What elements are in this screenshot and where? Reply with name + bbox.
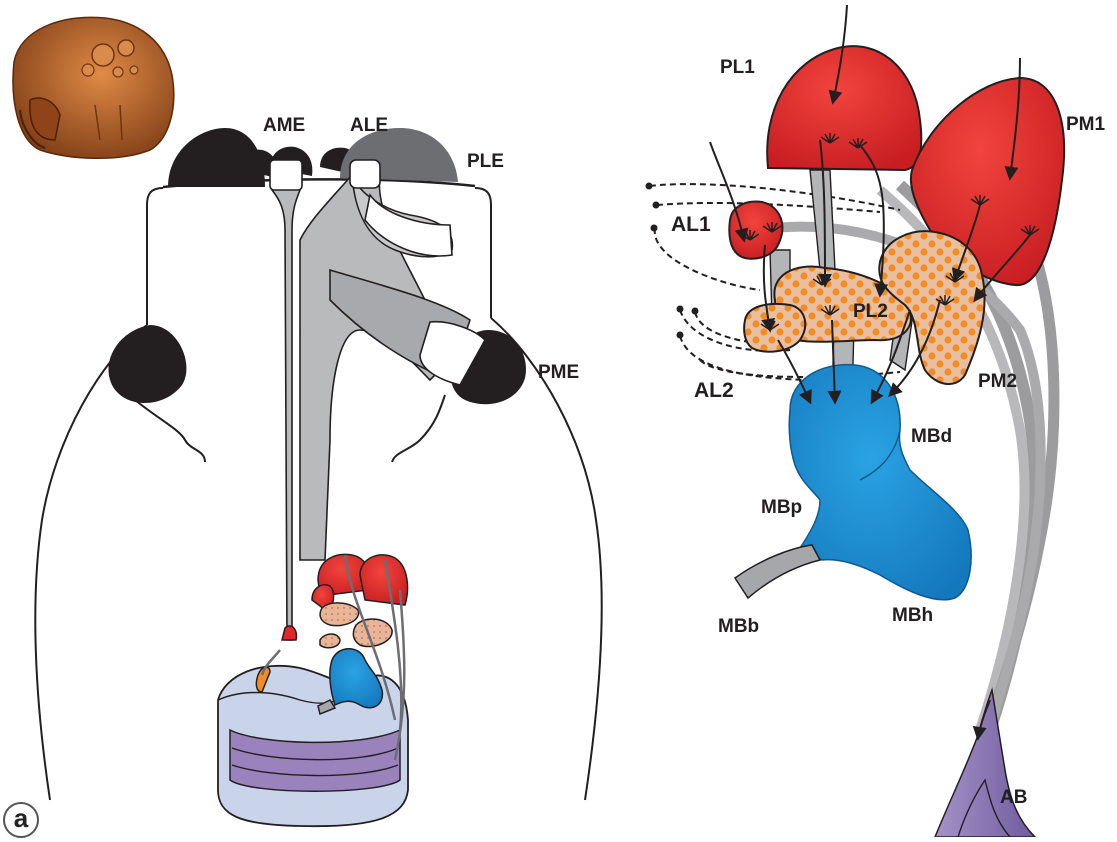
label-pm1: PM1 <box>1066 115 1105 134</box>
label-pl2: PL2 <box>853 302 888 321</box>
label-pme: PME <box>538 363 579 382</box>
label-pl1: PL1 <box>720 58 755 77</box>
label-ale: ALE <box>350 116 388 135</box>
neuropil-pl1 <box>767 46 921 170</box>
label-ab: AB <box>1000 788 1027 807</box>
label-pm2: PM2 <box>978 372 1017 391</box>
label-ple: PLE <box>467 152 504 171</box>
label-mbd: MBd <box>911 427 952 446</box>
panel-label: a <box>3 802 39 838</box>
mushroom-body <box>789 365 971 600</box>
head-outline <box>35 188 163 800</box>
neuropil-al2 <box>744 304 805 352</box>
eye-pme-left <box>108 325 186 403</box>
specimen-photo <box>13 17 174 158</box>
label-al1: AL1 <box>671 214 711 235</box>
label-ame: AME <box>263 116 305 135</box>
label-mbh: MBh <box>892 606 933 625</box>
label-mbp: MBp <box>761 498 802 517</box>
mb-stalk <box>735 545 820 598</box>
label-mbb: MBb <box>718 617 759 636</box>
head-outline-right <box>475 188 602 800</box>
label-al2: AL2 <box>694 380 734 401</box>
